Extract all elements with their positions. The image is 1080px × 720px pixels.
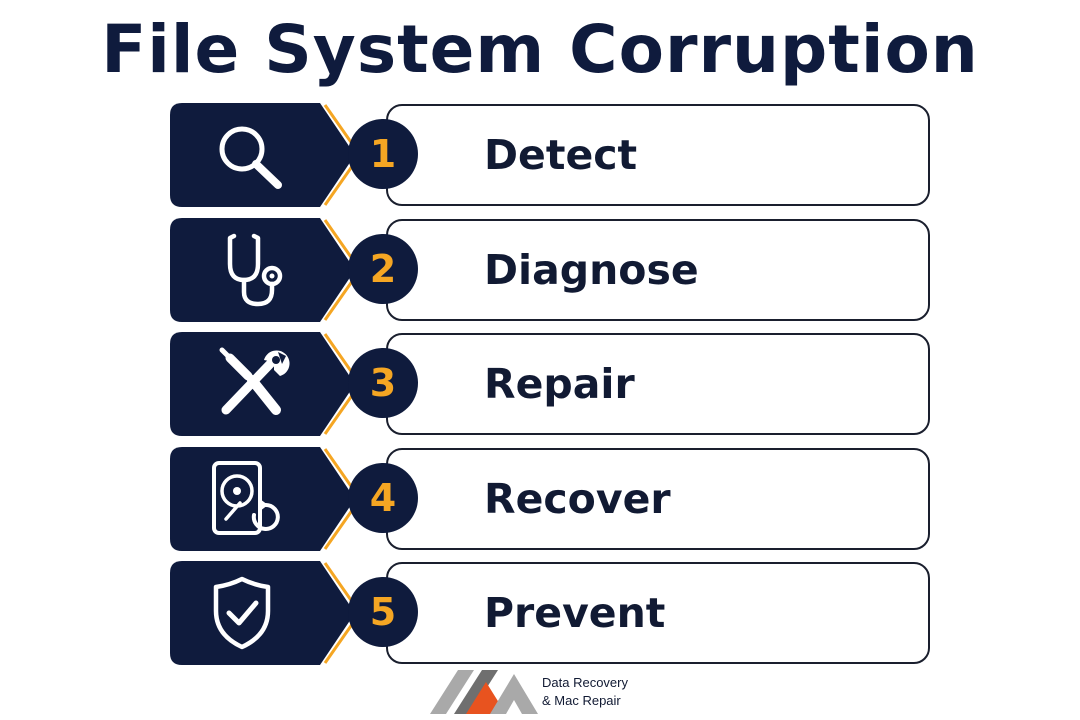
- step-card: Repair: [386, 333, 930, 435]
- step-number-badge: 4: [348, 463, 418, 533]
- step-repair: Repair 3: [170, 332, 932, 436]
- step-label: Diagnose: [484, 246, 699, 294]
- logo-text: Data Recovery & Mac Repair: [542, 674, 628, 710]
- stethoscope-icon: [227, 233, 283, 307]
- step-label: Prevent: [484, 589, 666, 637]
- wrench-screwdriver-icon: [219, 347, 290, 415]
- step-number-badge: 5: [348, 577, 418, 647]
- step-number-badge: 1: [348, 119, 418, 189]
- step-diagnose: Diagnose 2: [170, 218, 932, 322]
- step-number-badge: 2: [348, 234, 418, 304]
- step-card: Prevent: [386, 562, 930, 664]
- logo-text-line: & Mac Repair: [542, 693, 621, 708]
- company-logo: Data Recovery & Mac Repair: [430, 664, 670, 716]
- magnifying-glass-icon: [219, 126, 282, 189]
- step-label: Recover: [484, 475, 671, 523]
- step-prevent: Prevent 5: [170, 561, 932, 665]
- step-detect: Detect 1: [170, 103, 932, 207]
- hard-drive-restore-icon: [212, 461, 280, 535]
- step-card: Diagnose: [386, 219, 930, 321]
- logo-text-line: Data Recovery: [542, 675, 628, 690]
- step-card: Detect: [386, 104, 930, 206]
- step-number-badge: 3: [348, 348, 418, 418]
- page-title: File System Corruption: [101, 11, 979, 88]
- logo-mark-icon: [430, 670, 538, 714]
- step-recover: Recover 4: [170, 447, 932, 551]
- shield-check-icon: [213, 576, 271, 650]
- step-label: Detect: [484, 131, 638, 179]
- step-label: Repair: [484, 360, 635, 408]
- step-card: Recover: [386, 448, 930, 550]
